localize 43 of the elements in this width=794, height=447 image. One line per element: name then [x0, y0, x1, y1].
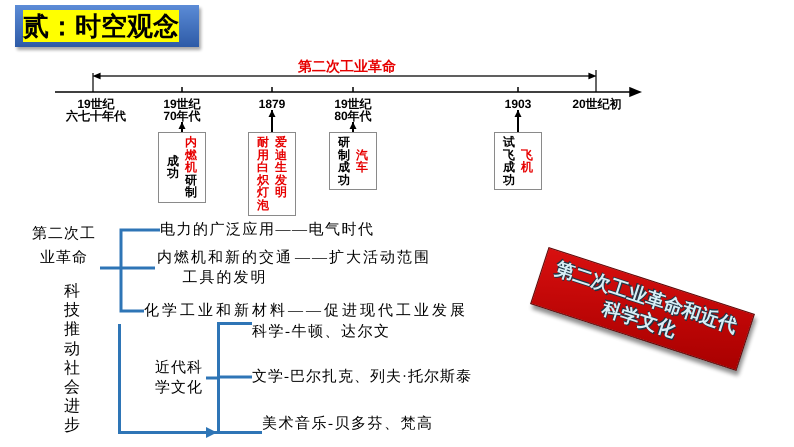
bracket-line: [220, 431, 262, 434]
bracket-line: [100, 266, 144, 312]
branch-text: 化学工业和新材料——促进现代工业发展: [144, 301, 468, 321]
arrow: [350, 122, 356, 132]
topic-heading: 近代科学文化: [152, 358, 206, 398]
topic-heading: 第二次工业革命: [28, 222, 100, 270]
branch-text: 内燃机和新的交通工具的发明: [156, 248, 294, 288]
arrow: [268, 110, 276, 132]
date-label: 19世纪六七十年代: [64, 98, 127, 122]
event-text: 研制成功: [338, 136, 350, 186]
branch-text: 电力的广泛应用——电气时代: [160, 220, 374, 240]
arrow: [118, 324, 217, 438]
arrow: [178, 122, 186, 132]
branch-text: ——扩大活动范围: [295, 248, 431, 268]
banner: 第二次工业革命和近代科学文化: [530, 246, 755, 372]
date-label: 1903: [486, 98, 550, 110]
event-text: 爱迪生发明: [275, 136, 287, 199]
vertical-heading: 科技推动社会进步: [64, 282, 80, 436]
branch-text: 科学-牛顿、达尔文: [252, 322, 390, 342]
arrow: [514, 110, 522, 132]
date-label: 1879: [240, 98, 304, 110]
event-box: [248, 132, 296, 216]
event-box: [494, 132, 542, 190]
event-text: 内燃机: [185, 136, 197, 174]
bracket-line: [220, 322, 252, 325]
date-label: 19世纪70年代: [150, 98, 214, 122]
event-text: 试飞成功: [503, 136, 515, 186]
branch-text: 文学-巴尔扎克、列夫·托尔斯泰: [252, 367, 472, 387]
title: 贰：时空观念: [23, 10, 179, 42]
event-text: 汽车: [356, 148, 368, 174]
event-box: [158, 132, 206, 203]
branch-text: 美术音乐-贝多芬、梵高: [262, 414, 434, 434]
event-text: 成功: [167, 154, 179, 180]
bracket-bar: [217, 322, 220, 434]
event-text: 耐用白炽灯泡: [257, 136, 269, 212]
date-label: 20世纪初: [571, 98, 623, 110]
span-label: 第二次工业革命: [298, 59, 396, 73]
event-text: 飞机: [521, 148, 533, 174]
event-text: 研制: [185, 174, 197, 199]
event-box: [329, 132, 377, 190]
bracket-line: [206, 376, 217, 380]
date-label: 19世纪80年代: [321, 98, 385, 122]
bracket-line: [220, 376, 252, 378]
